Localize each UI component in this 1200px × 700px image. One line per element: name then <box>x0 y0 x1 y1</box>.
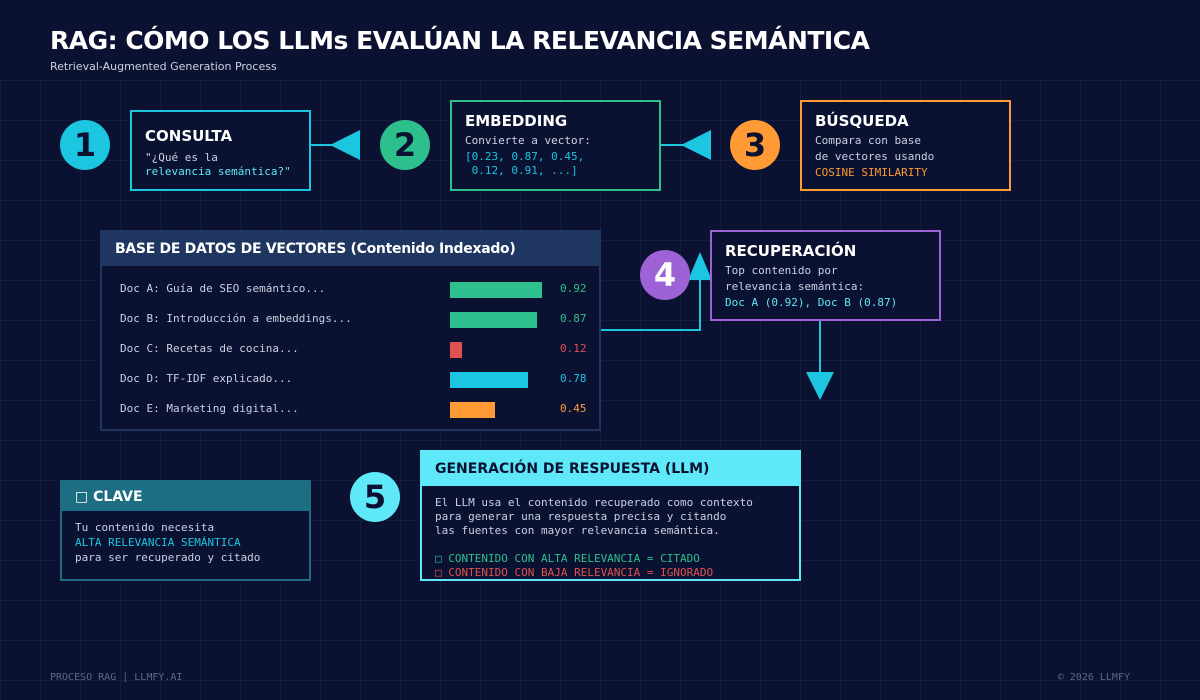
relevance-score: 0.45 <box>560 402 587 415</box>
recuperacion-title: RECUPERACIÓN <box>725 242 857 260</box>
clave-header <box>62 482 309 511</box>
doc-label: Doc E: Marketing digital... <box>120 402 299 415</box>
vector-database-header <box>102 232 599 266</box>
consulta-line-2: relevancia semántica?" <box>145 165 291 178</box>
consulta-box: CONSULTA "¿Qué es la relevancia semántic… <box>130 110 311 191</box>
step-badge-1: 1 <box>60 120 110 170</box>
busqueda-title: BÚSQUEDA <box>815 112 909 130</box>
doc-label: Doc B: Introducción a embeddings... <box>120 312 352 325</box>
relevance-score: 0.12 <box>560 342 587 355</box>
vector-database-panel: BASE DE DATOS DE VECTORES (Contenido Ind… <box>100 230 601 431</box>
vector-database-row: Doc D: TF-IDF explicado... 0.78 <box>120 370 600 390</box>
busqueda-box: BÚSQUEDA Compara con base de vectores us… <box>800 100 1011 191</box>
busqueda-line-2: de vectores usando <box>815 150 935 163</box>
generacion-line-2: para generar una respuesta precisa y cit… <box>435 510 727 523</box>
relevance-bar-track <box>450 342 550 358</box>
clave-title: □ CLAVE <box>75 489 143 505</box>
busqueda-line-3: COSINE SIMILARITY <box>815 166 928 179</box>
vector-database-title: BASE DE DATOS DE VECTORES (Contenido Ind… <box>115 241 516 257</box>
generacion-header <box>422 452 799 486</box>
step-badge-2: 2 <box>380 120 430 170</box>
footer-right: © 2026 LLMFY <box>1057 672 1130 683</box>
relevance-bar <box>450 372 528 388</box>
step-badge-3: 3 <box>730 120 780 170</box>
consulta-title: CONSULTA <box>145 127 233 145</box>
relevance-bar-track <box>450 372 550 388</box>
clave-box: □ CLAVE Tu contenido necesita ALTA RELEV… <box>60 480 311 581</box>
vector-database-row: Doc A: Guía de SEO semántico... 0.92 <box>120 280 600 300</box>
generacion-line-3: las fuentes con mayor relevancia semánti… <box>435 524 720 537</box>
generacion-low-relevance: □ CONTENIDO CON BAJA RELEVANCIA = IGNORA… <box>435 566 714 579</box>
recuperacion-line-2: relevancia semántica: <box>725 280 865 293</box>
embedding-title: EMBEDDING <box>465 112 568 130</box>
relevance-bar-track <box>450 312 550 328</box>
doc-label: Doc C: Recetas de cocina... <box>120 342 299 355</box>
recuperacion-result: Doc A (0.92), Doc B (0.87) <box>725 296 898 309</box>
page-subtitle: Retrieval-Augmented Generation Process <box>50 60 277 73</box>
arrow-down-generacion <box>806 372 834 400</box>
vector-database-row: Doc E: Marketing digital... 0.45 <box>120 400 600 420</box>
generacion-title: GENERACIÓN DE RESPUESTA (LLM) <box>435 461 710 477</box>
relevance-score: 0.92 <box>560 282 587 295</box>
embedding-box: EMBEDDING Convierte a vector: [0.23, 0.8… <box>450 100 661 191</box>
generacion-line-1: El LLM usa el contenido recuperado como … <box>435 496 753 509</box>
relevance-bar <box>450 402 495 418</box>
step-badge-4: 4 <box>640 250 690 300</box>
doc-label: Doc A: Guía de SEO semántico... <box>120 282 326 295</box>
clave-line-1: Tu contenido necesita <box>75 521 215 534</box>
generacion-box: GENERACIÓN DE RESPUESTA (LLM) El LLM usa… <box>420 450 801 581</box>
embedding-vector-line-2: 0.12, 0.91, ...] <box>465 164 578 177</box>
arrow-left-to-embedding <box>681 130 711 160</box>
footer-left: PROCESO RAG | LLMFY.AI <box>50 672 183 683</box>
page-title: RAG: CÓMO LOS LLMs EVALÚAN LA RELEVANCIA… <box>50 26 870 55</box>
recuperacion-line-1: Top contenido por <box>725 264 838 277</box>
relevance-bar <box>450 312 537 328</box>
header <box>0 0 1200 80</box>
arrow-up-recuperacion <box>688 252 712 280</box>
relevance-bar-track <box>450 402 550 418</box>
step-badge-5: 5 <box>350 472 400 522</box>
busqueda-line-1: Compara con base <box>815 134 921 147</box>
relevance-score: 0.78 <box>560 372 587 385</box>
relevance-bar-track <box>450 282 550 298</box>
generacion-high-relevance: □ CONTENIDO CON ALTA RELEVANCIA = CITADO <box>435 552 700 565</box>
relevance-bar <box>450 342 462 358</box>
arrow-left-to-consulta <box>330 130 360 160</box>
vector-database-row: Doc B: Introducción a embeddings... 0.87 <box>120 310 600 330</box>
doc-label: Doc D: TF-IDF explicado... <box>120 372 293 385</box>
embedding-line-1: Convierte a vector: <box>465 134 591 147</box>
clave-line-2: ALTA RELEVANCIA SEMÁNTICA <box>75 536 241 549</box>
consulta-line-1: "¿Qué es la <box>145 151 218 164</box>
relevance-bar <box>450 282 542 298</box>
recuperacion-box: RECUPERACIÓN Top contenido por relevanci… <box>710 230 941 321</box>
relevance-score: 0.87 <box>560 312 587 325</box>
vector-database-row: Doc C: Recetas de cocina... 0.12 <box>120 340 600 360</box>
clave-line-3: para ser recuperado y citado <box>75 551 261 564</box>
embedding-vector-line-1: [0.23, 0.87, 0.45, <box>465 150 585 163</box>
